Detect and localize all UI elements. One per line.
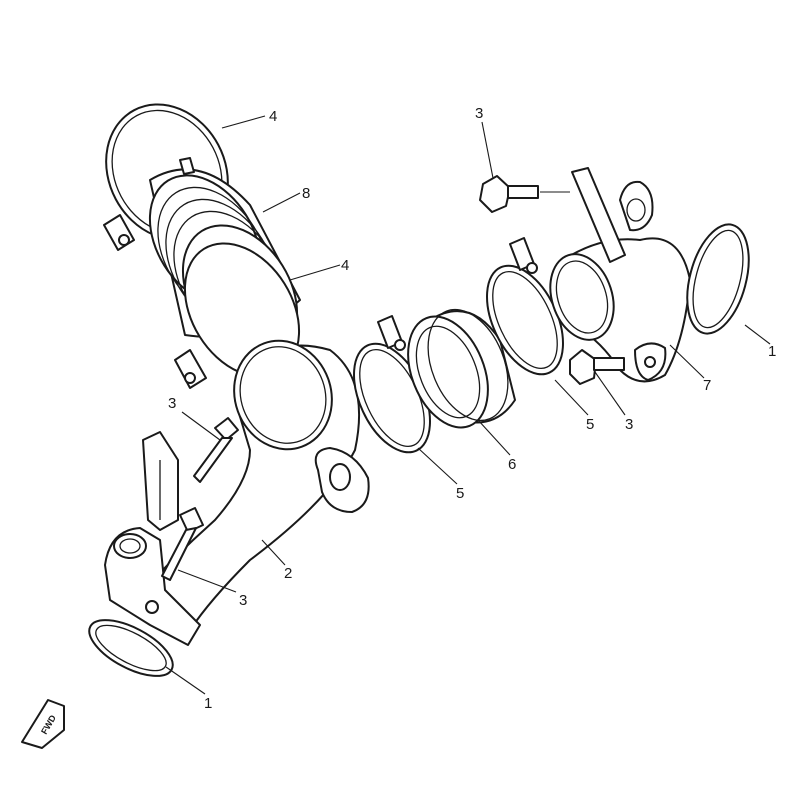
callout-4-upper: 4 [269, 108, 277, 125]
bolt-upper-left-3 [193, 417, 239, 483]
callout-4-lower: 4 [341, 257, 349, 274]
callout-labels: 4 8 4 3 3 1 7 5 3 6 5 2 3 1 [168, 105, 776, 712]
fwd-arrow-icon: FWD [21, 699, 65, 749]
intake-pipe-2 [104, 339, 370, 646]
bolt-top-3 [479, 175, 539, 213]
bolt-lower-left-3 [161, 507, 204, 581]
gasket-upper-1 [686, 223, 750, 335]
callout-1-lower: 1 [204, 695, 212, 712]
callout-6: 6 [508, 456, 516, 473]
callout-7: 7 [703, 377, 711, 394]
callout-1-upper: 1 [768, 343, 776, 360]
gasket-lower-1 [88, 619, 174, 677]
mounting-bracket-lower [142, 431, 179, 531]
callout-3-right: 3 [625, 416, 633, 433]
bolt-right-3 [569, 349, 625, 385]
leader-lines [165, 115, 771, 695]
callout-2: 2 [284, 565, 292, 582]
callout-5-right: 5 [586, 416, 594, 433]
clamp-right-5 [486, 237, 564, 376]
callout-3-left: 3 [168, 395, 176, 412]
rubber-sleeve-6 [407, 308, 516, 429]
callout-3-lower: 3 [239, 592, 247, 609]
callout-5-left: 5 [456, 485, 464, 502]
callout-3-top: 3 [475, 105, 483, 122]
intake-manifold-7 [549, 167, 691, 383]
callout-8: 8 [302, 185, 310, 202]
